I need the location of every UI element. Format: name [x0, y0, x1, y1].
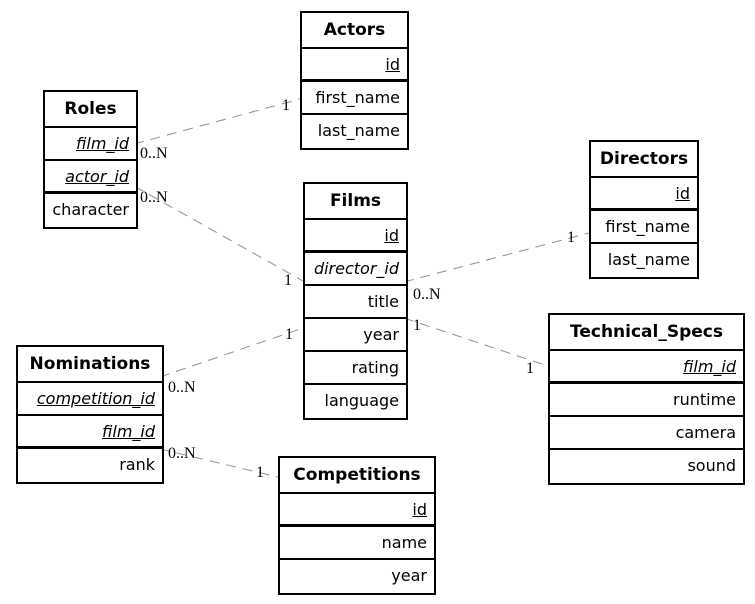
relationship-line-nominations-films: [159, 327, 304, 378]
field-film_id: film_id: [45, 128, 136, 161]
cardinality-label: 1: [567, 229, 575, 246]
field-last_name: last_name: [607, 250, 690, 269]
relationship-line-roles-actors: [133, 98, 301, 145]
field-rank: rank: [119, 455, 155, 474]
field-rating: rating: [305, 352, 406, 385]
cardinality-label: 0..N: [413, 286, 441, 303]
field-character: character: [52, 200, 129, 219]
entity-title: Nominations: [18, 347, 162, 383]
field-id: id: [302, 49, 407, 82]
field-year: year: [305, 319, 406, 352]
cardinality-label: 0..N: [168, 379, 196, 396]
entity-title: Competitions: [280, 458, 434, 494]
cardinality-label: 1: [526, 360, 534, 377]
entity-title: Roles: [45, 92, 136, 128]
field-film_id: film_id: [18, 416, 162, 449]
entity-title: Actors: [302, 13, 407, 49]
field-sound: sound: [687, 456, 736, 475]
field-actor_id: actor_id: [45, 161, 136, 194]
field-language: language: [324, 391, 400, 410]
field-camera: camera: [550, 417, 743, 450]
field-id: id: [280, 494, 434, 527]
field-last_name: last_name: [317, 121, 400, 140]
cardinality-label: 1: [413, 317, 421, 334]
field-year: year: [391, 566, 427, 585]
field-id: id: [591, 178, 697, 211]
field-first_name: first_name: [591, 211, 697, 244]
entity-title: Directors: [591, 142, 697, 178]
cardinality-label: 1: [256, 464, 264, 481]
relationship-line-films-technical_specs: [403, 317, 549, 367]
entity-title: Technical_Specs: [550, 315, 743, 351]
cardinality-label: 1: [284, 272, 292, 289]
field-first_name: first_name: [302, 82, 407, 115]
field-name: name: [280, 527, 434, 560]
cardinality-label: 1: [282, 97, 290, 114]
relationship-line-films-directors: [403, 232, 590, 283]
entity-title: Films: [305, 184, 406, 220]
field-film_id: film_id: [550, 351, 743, 384]
cardinality-label: 1: [285, 326, 293, 343]
cardinality-label: 0..N: [168, 445, 196, 462]
cardinality-label: 0..N: [140, 189, 168, 206]
cardinality-label: 0..N: [140, 145, 168, 162]
field-runtime: runtime: [550, 384, 743, 417]
field-title: title: [305, 286, 406, 319]
field-id: id: [305, 220, 406, 253]
field-competition_id: competition_id: [18, 383, 162, 416]
field-director_id: director_id: [305, 253, 406, 286]
